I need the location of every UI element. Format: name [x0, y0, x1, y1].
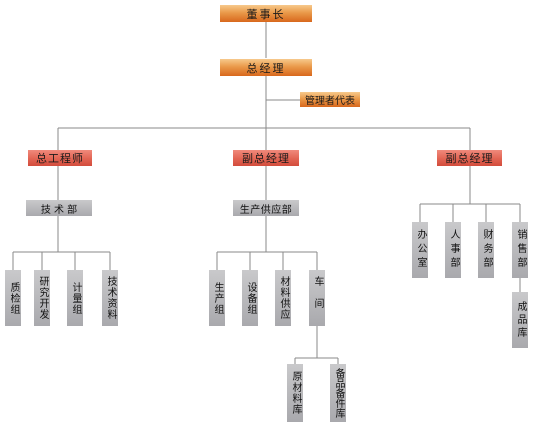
deputy-gm-box-2: 副总经理 [437, 150, 502, 166]
unit-office: 办公室 [412, 222, 428, 278]
management-representative-box: 管理者代表 [300, 92, 360, 107]
unit-label: 材料供应 [278, 276, 289, 320]
unit-label: 备品备件库 [333, 368, 344, 418]
unit-material-supply: 材料供应 [275, 270, 291, 326]
unit-label: 销售部 [515, 229, 526, 271]
tech-dept-box: 技 术 部 [26, 200, 92, 216]
deputy-gm-label-2: 副总经理 [445, 152, 494, 165]
chairman-box: 董事长 [220, 5, 312, 22]
unit-finance: 财务部 [478, 222, 494, 278]
unit-equipment: 设备组 [242, 270, 258, 326]
unit-finished-goods-store: 成品库 [512, 292, 528, 348]
unit-label: 计量组 [70, 281, 81, 315]
production-supply-dept-label: 生产供应部 [239, 204, 293, 216]
tech-dept-label: 技 术 部 [40, 204, 78, 216]
deputy-gm-label-1: 副总经理 [242, 152, 290, 165]
unit-quality-inspection: 质检组 [5, 270, 21, 326]
unit-metrology: 计量组 [67, 270, 83, 326]
unit-label: 研究开发 [37, 276, 48, 320]
chief-engineer-label: 总工程师 [36, 152, 84, 165]
general-manager-label: 总经理 [246, 61, 286, 75]
unit-technical-documents: 技术资料 [102, 270, 118, 326]
chief-engineer-box: 总工程师 [28, 150, 92, 166]
unit-workshop: 车间 [309, 270, 325, 326]
production-supply-dept-box: 生产供应部 [233, 200, 299, 216]
unit-label: 原材料库 [290, 371, 301, 415]
deputy-gm-box-1: 副总经理 [233, 150, 299, 166]
unit-label: 车间 [312, 276, 323, 320]
unit-label: 技术资料 [105, 276, 116, 320]
unit-label: 财务部 [481, 229, 492, 271]
unit-label: 设备组 [245, 281, 256, 315]
management-representative-label: 管理者代表 [305, 96, 355, 107]
unit-label: 质检组 [8, 281, 19, 315]
unit-research-development: 研究开发 [34, 270, 50, 326]
unit-label: 成品库 [515, 300, 526, 340]
unit-production: 生产组 [209, 270, 225, 326]
unit-raw-material-store: 原材料库 [287, 364, 303, 422]
unit-sales: 销售部 [512, 222, 528, 278]
unit-spare-parts-store: 备品备件库 [330, 364, 346, 422]
unit-label: 人事部 [448, 229, 459, 271]
general-manager-box: 总经理 [220, 59, 312, 76]
chairman-label: 董事长 [246, 7, 286, 21]
unit-label: 生产组 [212, 281, 223, 315]
unit-label: 办公室 [415, 229, 426, 271]
unit-human-resources: 人事部 [445, 222, 461, 278]
